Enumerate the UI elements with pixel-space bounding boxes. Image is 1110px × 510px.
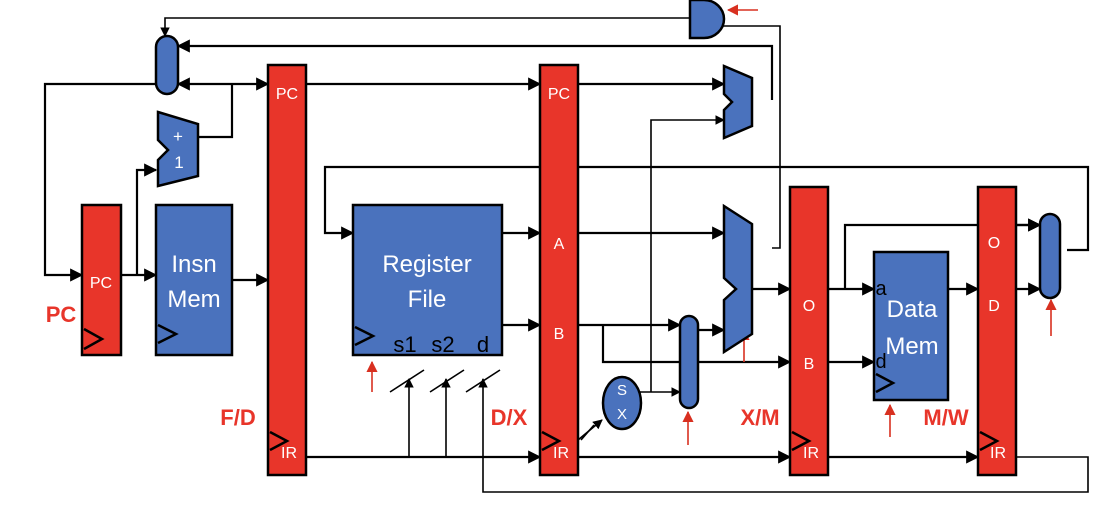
mw-latch: O D IR M/W [923, 185, 1018, 477]
xm-b-label: B [804, 356, 815, 373]
dx-latch: PC A B IR D/X [491, 63, 580, 477]
insn-mem-clock-icon [157, 323, 179, 345]
fd-latch: PC IR F/D [220, 63, 308, 477]
insn-mem-line1: Insn [171, 251, 216, 278]
dx-b-label: B [554, 326, 565, 343]
pc-register-clock-icon [83, 327, 105, 351]
sign-extend-line2: X [617, 406, 627, 423]
adder-plus-label: + [173, 127, 183, 146]
xm-latch: O B IR X/M [740, 185, 830, 477]
register-file-port-d: d [477, 332, 489, 357]
dx-stage-label: D/X [491, 405, 528, 430]
data-mem-clock-icon [875, 372, 896, 394]
mw-ir-label: IR [990, 445, 1006, 462]
data-mem-port-d: d [875, 351, 886, 373]
register-file-clock-icon [354, 325, 376, 347]
pc-stage-label: PC [46, 302, 77, 327]
data-mem-line2: Mem [885, 333, 938, 360]
register-file: Register File s1 s2 d [351, 203, 504, 357]
fd-pc-label: PC [276, 86, 298, 103]
xm-clock-icon [791, 430, 812, 452]
mw-clock-icon [979, 430, 1000, 452]
data-mem-line1: Data [887, 296, 938, 323]
branch-and-gate [688, 0, 726, 40]
mw-o-label: O [988, 235, 1000, 252]
pc-adder: + 1 [156, 110, 200, 188]
mw-stage-label: M/W [923, 405, 968, 430]
register-file-port-s2: s2 [431, 332, 454, 357]
mw-d-label: D [988, 298, 1000, 315]
xm-stage-label: X/M [740, 405, 779, 430]
dx-pc-label: PC [548, 86, 570, 103]
data-mem-port-a: a [875, 278, 887, 300]
register-file-line2: File [408, 286, 447, 313]
dx-a-label: A [554, 236, 565, 253]
fd-ir-label: IR [281, 445, 297, 462]
pc-register-label: PC [90, 275, 112, 292]
register-file-port-s1: s1 [393, 332, 416, 357]
fd-clock-icon [269, 430, 290, 452]
pc-register: PC PC [46, 203, 123, 357]
alu [722, 203, 754, 355]
insn-mem: Insn Mem [154, 203, 234, 357]
fd-stage-label: F/D [220, 405, 255, 430]
pc-select-mux [154, 34, 180, 96]
dx-ir-label: IR [553, 445, 569, 462]
alu-input-mux [678, 314, 700, 410]
data-mem: Data Mem a d [872, 250, 950, 402]
xm-o-label: O [803, 298, 815, 315]
register-file-line1: Register [382, 251, 471, 278]
adder-one-label: 1 [174, 153, 183, 172]
sign-extend: S X [601, 375, 643, 431]
datapath-wires [43, 17, 1090, 493]
xm-ir-label: IR [803, 445, 819, 462]
branch-adder [722, 64, 754, 140]
insn-mem-line2: Mem [167, 286, 220, 313]
dx-clock-icon [541, 430, 562, 452]
sign-extend-line1: S [617, 382, 627, 399]
writeback-mux [1038, 212, 1062, 300]
